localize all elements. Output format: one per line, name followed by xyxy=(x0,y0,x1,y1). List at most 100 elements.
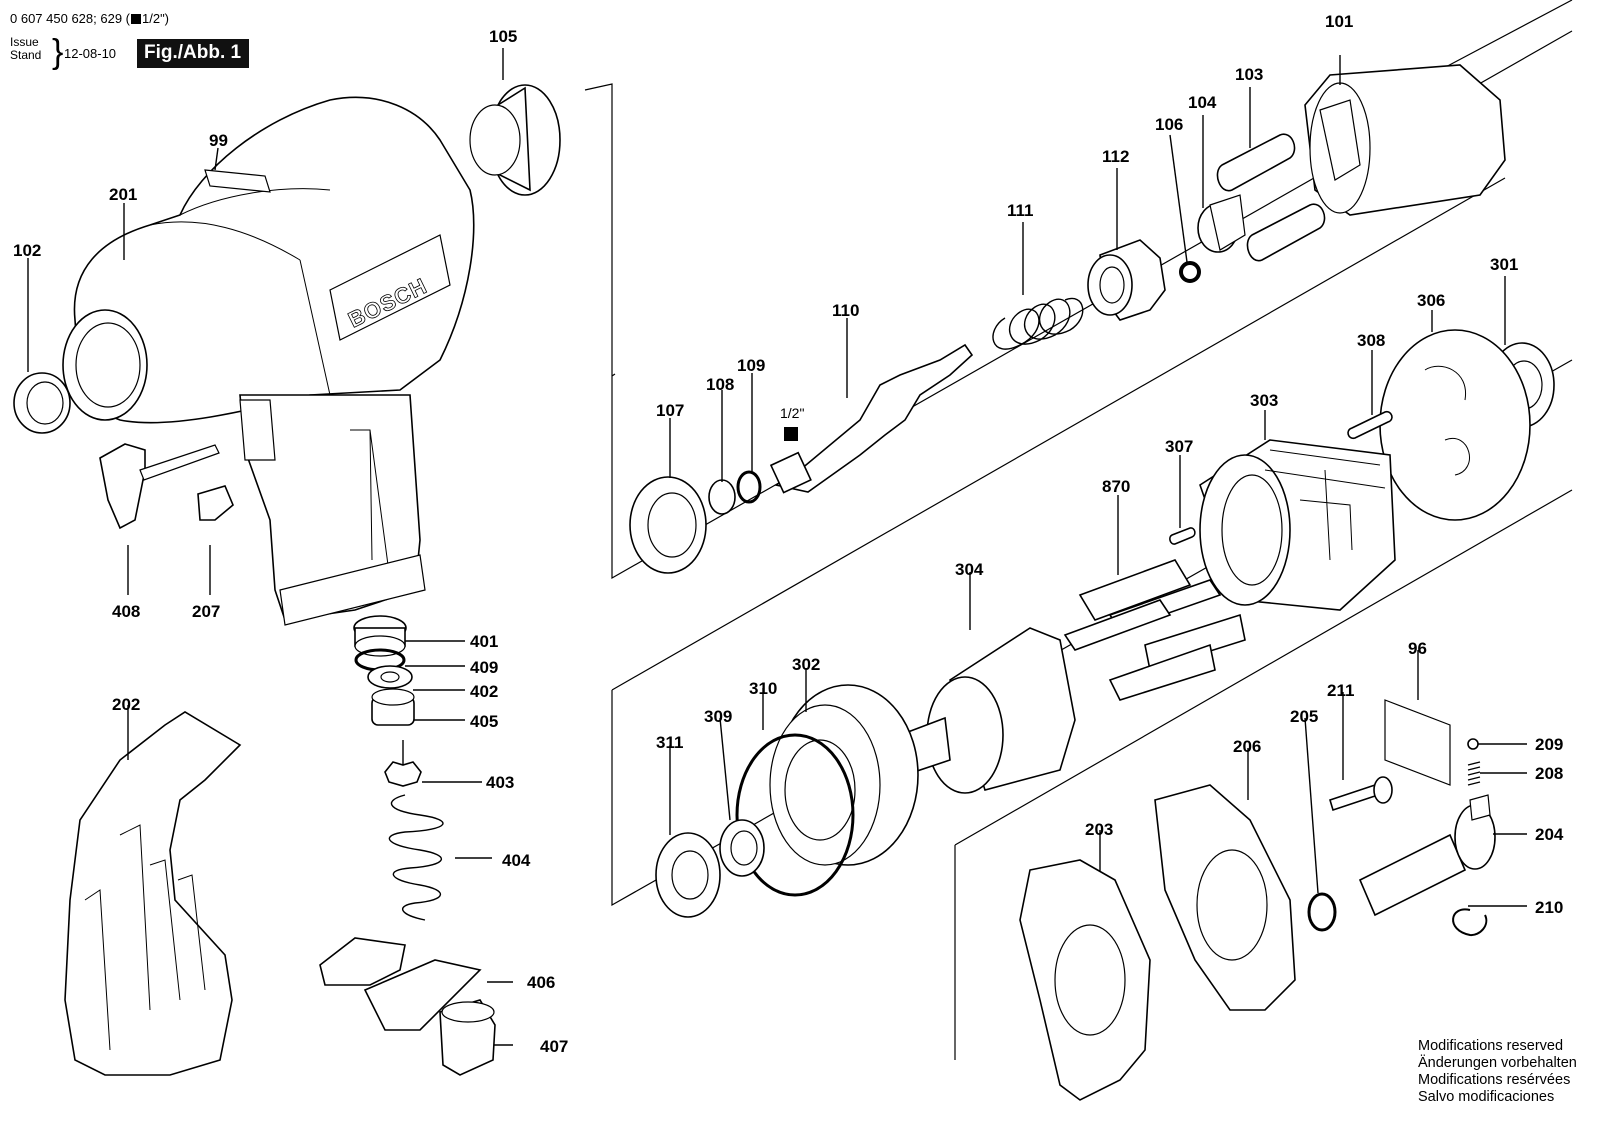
label-111: 111 xyxy=(1007,201,1034,220)
document-number: 0 607 450 628; 629 ( 1/2") xyxy=(10,12,169,26)
square-drive-icon xyxy=(131,14,141,24)
label-209: 209 xyxy=(1535,735,1563,754)
part-labels: 105 99 201 102 408 207 202 401 409 402 4… xyxy=(13,12,1564,1056)
label-403: 403 xyxy=(486,773,514,792)
document-size-text: 1/2") xyxy=(142,11,170,26)
part-210-retaining-ring xyxy=(1452,908,1488,937)
square-drive-icon xyxy=(784,427,798,441)
part-306-end-plate xyxy=(1379,329,1531,521)
part-303-cylinder xyxy=(1199,439,1396,611)
part-101-case xyxy=(1304,64,1506,216)
part-309-seal xyxy=(719,819,765,877)
valve-stack xyxy=(319,615,496,1076)
label-304: 304 xyxy=(955,560,984,579)
leader-lines xyxy=(27,48,1527,1046)
label-401: 401 xyxy=(470,632,498,651)
modifications-fr: Modifications resérvées xyxy=(1418,1072,1571,1088)
label-201: 201 xyxy=(109,185,137,204)
brace-glyph: } xyxy=(52,33,64,71)
label-102: 102 xyxy=(13,241,41,260)
label-206: 206 xyxy=(1233,737,1261,756)
label-105: 105 xyxy=(489,27,517,46)
label-211: 211 xyxy=(1327,681,1354,700)
modifications-notice: Modifications reserved Änderungen vorbeh… xyxy=(1418,1038,1577,1106)
label-203: 203 xyxy=(1085,820,1113,839)
modifications-es: Salvo modificaciones xyxy=(1418,1089,1555,1105)
issue-date: 12-08-10 xyxy=(64,46,117,61)
label-205: 205 xyxy=(1290,707,1318,726)
part-208-spring xyxy=(1467,761,1481,786)
label-96: 96 xyxy=(1408,639,1427,658)
label-302: 302 xyxy=(792,655,820,674)
label-311: 311 xyxy=(656,733,683,752)
part-205-oring xyxy=(1307,892,1337,932)
label-405: 405 xyxy=(470,712,498,731)
label-409: 409 xyxy=(470,658,498,677)
part-96-plate xyxy=(1384,699,1451,786)
part-211-screw xyxy=(1329,776,1393,812)
part-308-pin xyxy=(1347,410,1393,440)
label-109: 109 xyxy=(737,356,765,375)
label-408: 408 xyxy=(112,602,140,621)
part-204-reverse-valve xyxy=(1358,794,1496,917)
part-207-plug xyxy=(197,485,234,521)
label-310: 310 xyxy=(749,679,777,698)
part-408-trigger xyxy=(99,443,220,530)
part-103-pins xyxy=(1216,133,1326,262)
part-112-bushing xyxy=(1087,239,1166,321)
part-302-front-plate xyxy=(769,684,919,866)
label-407: 407 xyxy=(540,1037,568,1056)
frame-upper xyxy=(611,0,1573,580)
part-105-cap xyxy=(469,84,561,196)
label-306: 306 xyxy=(1417,291,1445,310)
modifications-en: Modifications reserved xyxy=(1418,1038,1564,1054)
part-106-ball xyxy=(1179,261,1201,283)
part-102-seal xyxy=(13,372,71,434)
part-870-blades xyxy=(1063,559,1246,701)
label-104: 104 xyxy=(1188,93,1217,112)
part-202-grip xyxy=(64,711,242,1076)
part-110-anvil: 1/2" xyxy=(769,343,974,494)
label-204: 204 xyxy=(1535,825,1564,844)
label-406: 406 xyxy=(527,973,555,992)
label-308: 308 xyxy=(1357,331,1385,350)
part-108-ring xyxy=(708,479,736,515)
frame-top-left xyxy=(584,83,613,376)
part-203-gasket xyxy=(1019,859,1151,1101)
part-310-oring xyxy=(735,733,855,897)
label-208: 208 xyxy=(1535,764,1563,783)
tool-housing: BOSCH xyxy=(62,96,475,626)
part-111-spring xyxy=(992,297,1084,350)
label-402: 402 xyxy=(470,682,498,701)
label-108: 108 xyxy=(706,375,734,394)
square-drive-label: 1/2" xyxy=(780,405,804,421)
part-206-plate xyxy=(1154,784,1296,1011)
label-307: 307 xyxy=(1165,437,1193,456)
issue-stand-block: Issue Stand xyxy=(10,36,41,62)
part-307-pin xyxy=(1169,527,1196,545)
label-303: 303 xyxy=(1250,391,1278,410)
part-304-rotor xyxy=(894,627,1076,794)
label-301: 301 xyxy=(1490,255,1518,274)
label-99: 99 xyxy=(209,131,228,150)
part-311-bearing xyxy=(655,832,721,918)
document-number-text: 0 607 450 628; 629 ( xyxy=(10,11,130,26)
label-107: 107 xyxy=(656,401,684,420)
label-112: 112 xyxy=(1102,147,1129,166)
part-209-ball xyxy=(1467,738,1479,750)
label-404: 404 xyxy=(502,851,531,870)
label-202: 202 xyxy=(112,695,140,714)
label-870: 870 xyxy=(1102,477,1130,496)
issue-label: Issue xyxy=(10,35,39,49)
part-109-oring xyxy=(736,470,762,504)
label-101: 101 xyxy=(1325,12,1353,31)
label-210: 210 xyxy=(1535,898,1563,917)
label-103: 103 xyxy=(1235,65,1263,84)
figure-label: Fig./Abb. 1 xyxy=(137,39,250,68)
label-106: 106 xyxy=(1155,115,1183,134)
frame-lower xyxy=(954,489,1573,1060)
stand-label: Stand xyxy=(10,48,42,62)
part-107-seal xyxy=(629,476,707,574)
label-207: 207 xyxy=(192,602,220,621)
